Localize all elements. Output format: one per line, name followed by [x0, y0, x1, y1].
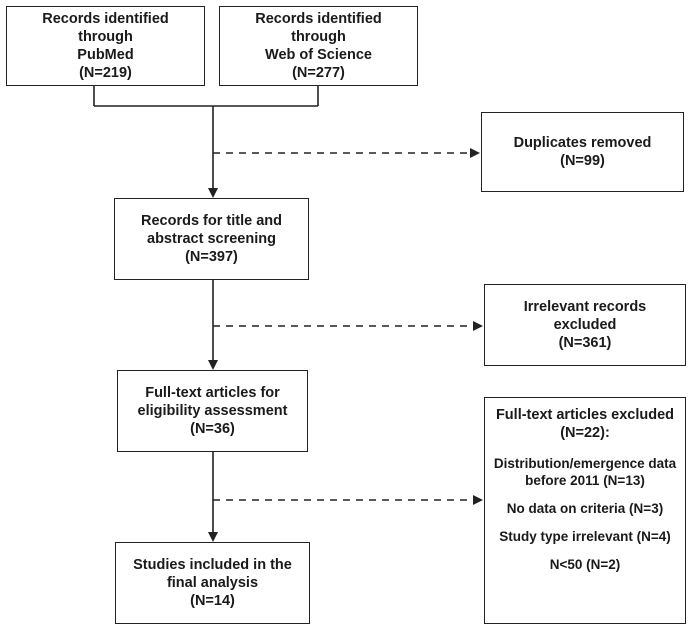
- reason-text: No data on criteria (N=3): [506, 501, 664, 516]
- box-text: Records identified through: [42, 10, 169, 45]
- box-pubmed-records: Records identified through PubMed (N=219…: [6, 6, 205, 86]
- exclusion-reason: No data on criteria (N=3): [507, 501, 663, 518]
- box-screening: Records for title and abstract screening…: [114, 198, 309, 280]
- box-text: Full-text articles for: [145, 384, 280, 401]
- box-fulltext-excluded: Full-text articles excluded (N=22): Dist…: [484, 397, 686, 624]
- reason-text: before 2011 (N=13): [525, 473, 645, 489]
- box-count: (N=397): [185, 249, 238, 266]
- box-text: Records for title and: [141, 212, 282, 229]
- box-count: (N=99): [560, 153, 605, 169]
- reason-text: N<50 (N=2): [549, 556, 621, 572]
- box-count: (N=219): [79, 65, 132, 82]
- box-text: Web of Science: [265, 47, 372, 63]
- box-fulltext-assessment: Full-text articles for eligibility asses…: [117, 370, 308, 452]
- box-count: (N=36): [190, 421, 235, 438]
- box-wos-records: Records identified through Web of Scienc…: [219, 6, 418, 86]
- box-text: abstract screening: [147, 230, 276, 247]
- exclusion-reason: Study type irrelevant (N=4): [499, 529, 670, 546]
- box-text: final analysis: [166, 574, 259, 591]
- box-count: (N=14): [190, 593, 235, 610]
- box-studies-included: Studies included in the final analysis (…: [115, 542, 310, 624]
- box-text: Duplicates removed: [513, 134, 652, 151]
- reason-text: Distribution/emergence data: [493, 456, 677, 472]
- exclusion-reason: N<50 (N=2): [550, 557, 621, 574]
- box-text: Records identified through: [255, 10, 382, 45]
- box-text: eligibility assessment: [137, 402, 288, 419]
- box-duplicates-removed: Duplicates removed (N=99): [481, 112, 684, 192]
- box-text: PubMed: [77, 47, 134, 63]
- box-text: Irrelevant records excluded: [523, 298, 647, 333]
- box-irrelevant-excluded: Irrelevant records excluded (N=361): [484, 284, 686, 366]
- reason-text: Study type irrelevant (N=4): [499, 528, 671, 544]
- box-title: Full-text articles excluded: [495, 407, 675, 423]
- box-count: (N=277): [292, 65, 345, 82]
- box-text: Studies included in the: [133, 556, 292, 573]
- exclusion-reason: Distribution/emergence data before 2011 …: [494, 456, 676, 490]
- box-count: (N=361): [558, 335, 612, 352]
- box-count: (N=22):: [560, 425, 610, 442]
